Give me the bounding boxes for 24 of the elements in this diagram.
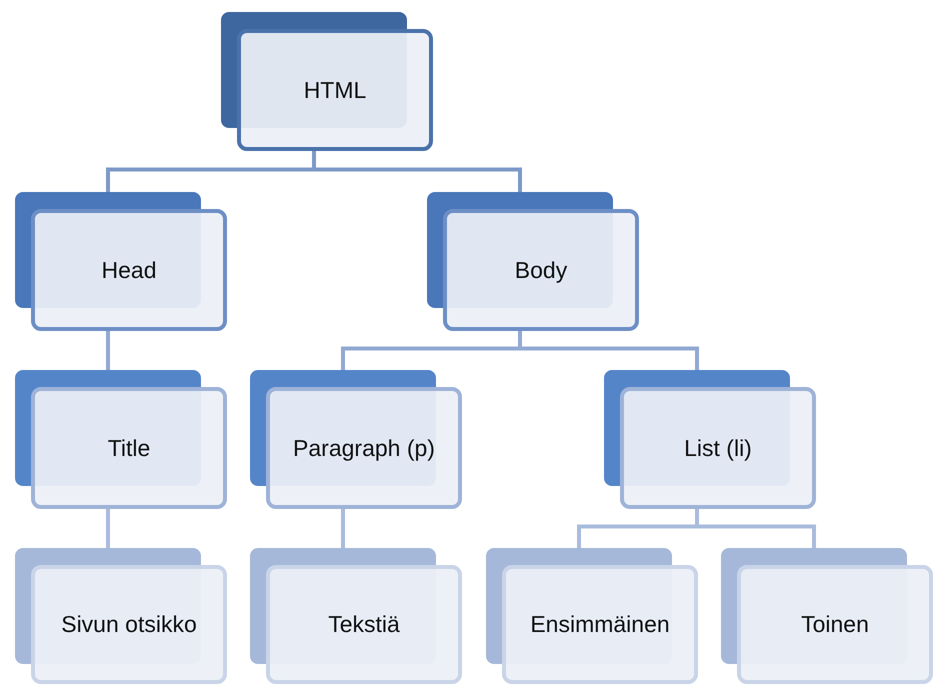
tree-node-card bbox=[221, 12, 433, 151]
connector-line bbox=[106, 509, 110, 548]
node-label: Head bbox=[102, 256, 156, 284]
node-label: Title bbox=[108, 434, 150, 462]
tree-node-card bbox=[604, 370, 816, 509]
node-label: Toinen bbox=[801, 611, 869, 638]
tree-node-card bbox=[15, 192, 227, 331]
tree-node-card bbox=[15, 548, 227, 684]
tree-node-card bbox=[721, 548, 933, 684]
connector-line bbox=[312, 151, 522, 192]
node-label: Paragraph (p) bbox=[293, 434, 435, 462]
node-label: HTML bbox=[304, 76, 366, 104]
tree-node-card bbox=[427, 192, 639, 331]
node-label: List (li) bbox=[684, 434, 752, 462]
connector-line bbox=[106, 331, 110, 370]
tree-node-card bbox=[15, 370, 227, 509]
tree-node-card bbox=[250, 370, 462, 509]
connector-line bbox=[341, 509, 345, 548]
node-label: Sivun otsikko bbox=[61, 611, 197, 638]
node-label: Body bbox=[514, 256, 568, 284]
node-label: Ensimmäinen bbox=[530, 611, 670, 638]
tree-node-card bbox=[250, 548, 462, 684]
tree-node-card bbox=[486, 548, 698, 684]
node-label: Tekstiä bbox=[328, 611, 400, 638]
